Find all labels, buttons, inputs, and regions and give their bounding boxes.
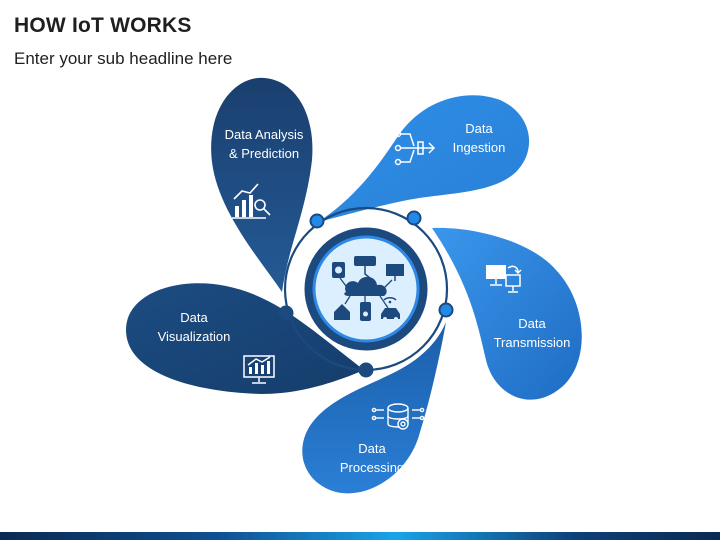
visualization-monitor-chart-icon — [243, 355, 275, 384]
ring-node-left — [278, 305, 294, 321]
petal-analysis-label-line2: & Prediction — [229, 146, 299, 161]
petal-transmission-label-line1: Data — [518, 316, 546, 331]
petal-ingestion: Data Ingestion — [318, 95, 530, 222]
slide-subtitle: Enter your sub headline here — [14, 49, 233, 68]
analysis-chart-magnifier-icon — [232, 183, 271, 219]
petal-analysis: Data Analysis & Prediction — [211, 77, 313, 292]
transmission-computers-icon — [486, 265, 522, 293]
petal-visualization-label-line2: Visualization — [158, 329, 231, 344]
ring-node-bottom — [358, 362, 374, 378]
petal-visualization-label-line1: Data — [180, 310, 208, 325]
petal-processing-label-line2: Processing — [340, 460, 404, 475]
petal-ingestion-label-line2: Ingestion — [453, 140, 506, 155]
petal-processing: Data Processing — [302, 322, 446, 494]
slide-title: HOW IoT WORKS — [14, 14, 192, 37]
petal-processing-label-line1: Data — [358, 441, 386, 456]
bottom-accent-bar — [0, 532, 720, 540]
ring-node-top-right — [406, 210, 422, 226]
ring-node-top-left — [309, 213, 325, 229]
processing-database-gear-icon — [371, 403, 425, 430]
petal-transmission-label-line2: Transmission — [494, 335, 571, 350]
petal-ingestion-label-line1: Data — [465, 121, 493, 136]
petal-analysis-label-line1: Data Analysis — [225, 127, 304, 142]
petal-visualization: Data Visualization — [126, 283, 364, 394]
center-hub — [278, 206, 454, 378]
ring-node-right — [438, 302, 454, 318]
petal-transmission: Data Transmission — [432, 227, 582, 400]
iot-devices-network-icon — [332, 256, 404, 321]
ingestion-arrows-icon — [394, 130, 436, 166]
